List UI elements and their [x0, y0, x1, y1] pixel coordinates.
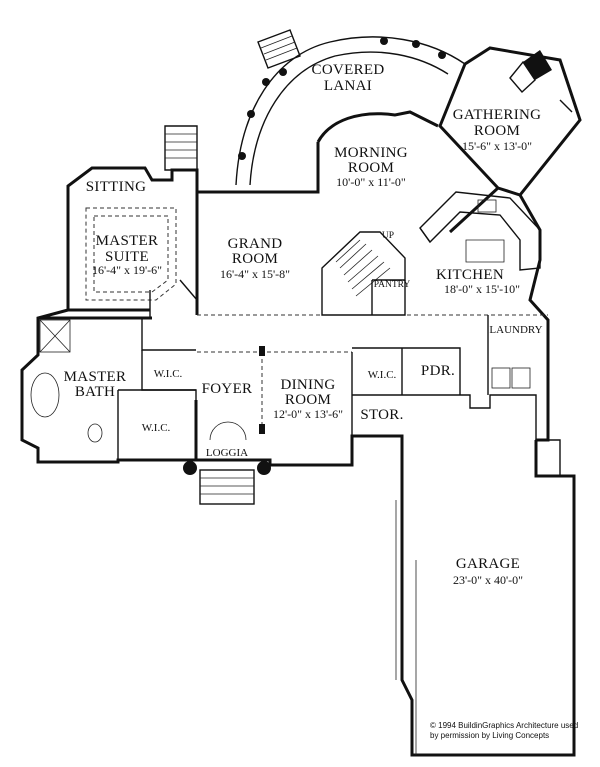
kitchen-label: KITCHEN — [436, 267, 504, 283]
wic-upper-label: W.I.C. — [154, 368, 183, 380]
gathering-room-area — [438, 46, 582, 197]
credit-line-1: © 1994 BuildinGraphics Architecture used — [430, 721, 578, 730]
stor-label: STOR. — [360, 407, 403, 423]
master-suite-label-2: SUITE — [105, 249, 149, 265]
covered-lanai-label-1: COVERED — [312, 62, 385, 78]
garage-dims: 23'-0" x 40'-0" — [453, 573, 523, 587]
front-entry — [183, 421, 271, 505]
covered-lanai-label-2: LANAI — [324, 78, 372, 94]
copyright-credit: © 1994 BuildinGraphics Architecture used… — [430, 721, 578, 740]
wic-pdr-label: W.I.C. — [368, 369, 397, 381]
gathering-room-label-2: ROOM — [474, 123, 520, 139]
morning-room-label-1: MORNING — [334, 145, 408, 161]
pdr-label: PDR. — [421, 363, 455, 379]
laundry-label: LAUNDRY — [489, 324, 542, 336]
loggia-label: LOGGIA — [206, 447, 248, 459]
grand-room-label-2: ROOM — [232, 251, 278, 267]
wic-lower-label: W.I.C. — [142, 422, 171, 434]
credit-line-2: by permission by Living Concepts — [430, 731, 549, 740]
rear-stairs — [164, 29, 301, 171]
foyer-label: FOYER — [202, 381, 253, 397]
stair-up-label: UP — [382, 231, 394, 241]
morning-room-label-2: ROOM — [348, 160, 394, 176]
tray-ceiling — [85, 207, 177, 301]
garage-label: GARAGE — [456, 556, 520, 572]
dining-room-label-1: DINING — [280, 377, 335, 393]
house-outline — [20, 142, 576, 757]
master-suite-label-1: MASTER — [96, 233, 159, 249]
covered-lanai-area — [235, 36, 466, 186]
grand-room-dims: 16'-4" x 15'-8" — [220, 267, 290, 281]
master-bath-label-2: BATH — [75, 384, 115, 400]
dining-room-dims: 12'-0" x 13'-6" — [273, 407, 343, 421]
morning-room-dims: 10'-0" x 11'-0" — [336, 175, 406, 189]
room-labels: COVERED LANAI GATHERING ROOM 15'-6" x 13… — [64, 62, 543, 587]
sitting-label: SITTING — [86, 179, 146, 195]
kitchen-dims: 18'-0" x 15'-10" — [444, 282, 520, 296]
interior-walls — [30, 191, 548, 460]
dining-room-label-2: ROOM — [285, 392, 331, 408]
gathering-room-dims: 15'-6" x 13'-0" — [462, 139, 532, 153]
master-suite-dims: 16'-4" x 19'-6" — [92, 263, 162, 277]
gathering-room-label-1: GATHERING — [453, 107, 542, 123]
grand-room-label-1: GRAND — [228, 236, 283, 252]
master-bath-label-1: MASTER — [64, 369, 127, 385]
pantry-label: PANTRY — [374, 280, 411, 290]
